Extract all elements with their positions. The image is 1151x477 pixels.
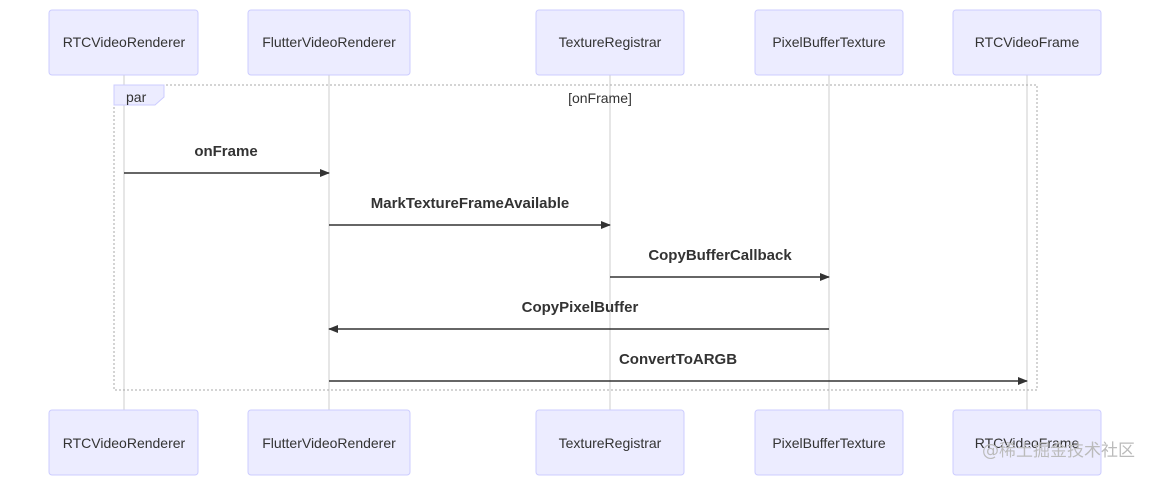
fragment-kind: par <box>126 89 147 105</box>
message-copypixelbuffer: CopyPixelBuffer <box>328 299 829 333</box>
message-label: CopyBufferCallback <box>648 247 792 264</box>
participant-bottom-rtcvideorenderer: RTCVideoRenderer <box>48 409 199 476</box>
participant-bottom-rtcvideoframe: RTCVideoFrame <box>952 409 1102 476</box>
message-converttoargb: ConvertToARGB <box>329 351 1028 385</box>
fragment-condition: [onFrame] <box>568 90 632 106</box>
message-onframe: onFrame <box>124 143 330 177</box>
message-marktextureframeavailable: MarkTextureFrameAvailable <box>329 195 611 229</box>
participant-top-fluttervideorenderer: FlutterVideoRenderer <box>247 9 411 76</box>
fragment-tag <box>113 84 165 106</box>
participant-label: TextureRegistrar <box>559 435 662 451</box>
participant-top-pixelbuffertexture: PixelBufferTexture <box>754 9 904 76</box>
participant-label: FlutterVideoRenderer <box>262 435 396 451</box>
message-label: CopyPixelBuffer <box>522 299 639 316</box>
participant-label: RTCVideoRenderer <box>63 435 186 451</box>
watermark: @稀土掘金技术社区 <box>982 441 1135 461</box>
par-fragment: par [onFrame] <box>113 84 1038 391</box>
participant-label: TextureRegistrar <box>559 34 662 50</box>
participant-bottom-fluttervideorenderer: FlutterVideoRenderer <box>247 409 411 476</box>
participant-label: FlutterVideoRenderer <box>262 34 396 50</box>
participant-bottom-textureregistrar: TextureRegistrar <box>535 409 685 476</box>
message-copybuffercallback: CopyBufferCallback <box>610 247 830 281</box>
participant-top-rtcvideoframe: RTCVideoFrame <box>952 9 1102 76</box>
participant-label: PixelBufferTexture <box>772 34 886 50</box>
participant-label: RTCVideoFrame <box>975 435 1080 451</box>
fragment-frame <box>113 84 1038 391</box>
message-label: MarkTextureFrameAvailable <box>371 195 569 212</box>
participant-top-rtcvideorenderer: RTCVideoRenderer <box>48 9 199 76</box>
participant-top-textureregistrar: TextureRegistrar <box>535 9 685 76</box>
participant-label: RTCVideoRenderer <box>63 34 186 50</box>
participant-bottom-pixelbuffertexture: PixelBufferTexture <box>754 409 904 476</box>
message-label: ConvertToARGB <box>619 351 737 368</box>
participant-label: PixelBufferTexture <box>772 435 886 451</box>
participant-label: RTCVideoFrame <box>975 34 1080 50</box>
message-label: onFrame <box>194 143 257 160</box>
